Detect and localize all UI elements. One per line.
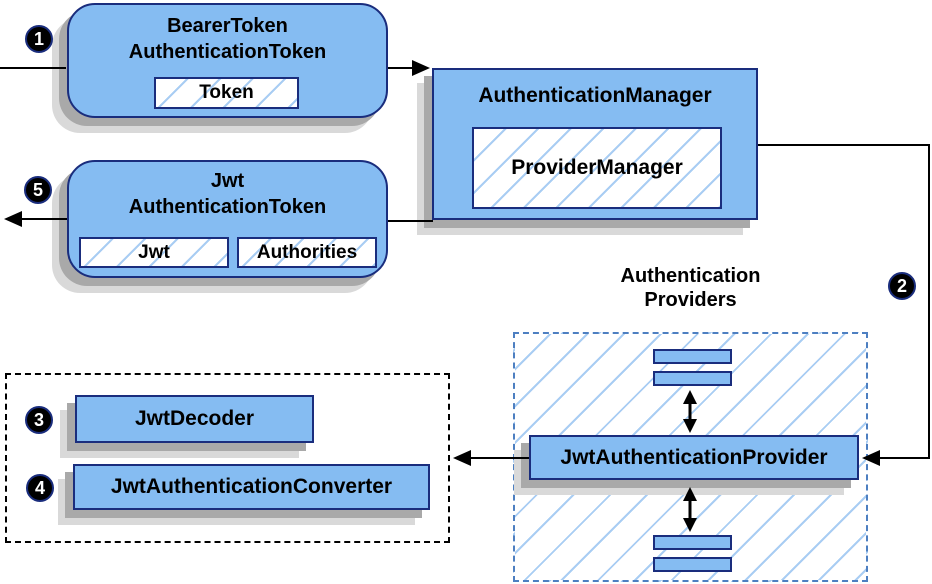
step-badge-4: 4 (26, 474, 54, 502)
arrowhead-into-manager-icon (412, 60, 430, 76)
node-bearer-token-authentication-token: BearerToken AuthenticationToken Token (67, 3, 388, 118)
arrowhead-response-out-icon (4, 211, 22, 227)
step-badge-2: 2 (888, 272, 916, 300)
node-authentication-manager: AuthenticationManager ProviderManager (432, 68, 758, 220)
node-jwt-authentication-token: Jwt AuthenticationToken Jwt Authorities (67, 160, 388, 278)
chip-token: Token (154, 77, 299, 109)
jwt-token-title-line1: Jwt (210, 170, 245, 192)
node-jwt-decoder: JwtDecoder (75, 395, 314, 443)
bearer-token-title-line1: BearerToken (167, 15, 288, 37)
provider-placeholder-bar (653, 535, 732, 550)
providers-group-label-line2: Providers (644, 289, 737, 311)
provider-placeholder-bar (653, 349, 732, 364)
decoder-group-box: JwtDecoder JwtAuthenticationConverter (5, 373, 450, 543)
arrowhead-into-decoder-group-icon (453, 450, 471, 466)
authentication-manager-title: AuthenticationManager (478, 84, 712, 107)
providers-group-box: JwtAuthenticationProvider (513, 332, 868, 582)
provider-placeholder-bar (653, 557, 732, 572)
chip-authorities: Authorities (237, 237, 377, 268)
providers-group-label-line1: Authentication (620, 265, 761, 287)
step-badge-3: 3 (25, 406, 53, 434)
providers-group-label: Authentication Providers (513, 264, 868, 312)
node-jwt-authentication-converter: JwtAuthenticationConverter (73, 464, 430, 510)
chip-provider-manager: ProviderManager (472, 127, 722, 209)
step-badge-1: 1 (25, 25, 53, 53)
jwt-token-title-line2: AuthenticationToken (128, 196, 327, 218)
provider-placeholder-bar (653, 371, 732, 386)
chip-jwt: Jwt (79, 237, 229, 268)
bearer-token-title-line2: AuthenticationToken (128, 41, 327, 63)
step-badge-5: 5 (24, 176, 52, 204)
node-jwt-authentication-provider: JwtAuthenticationProvider (529, 435, 859, 480)
